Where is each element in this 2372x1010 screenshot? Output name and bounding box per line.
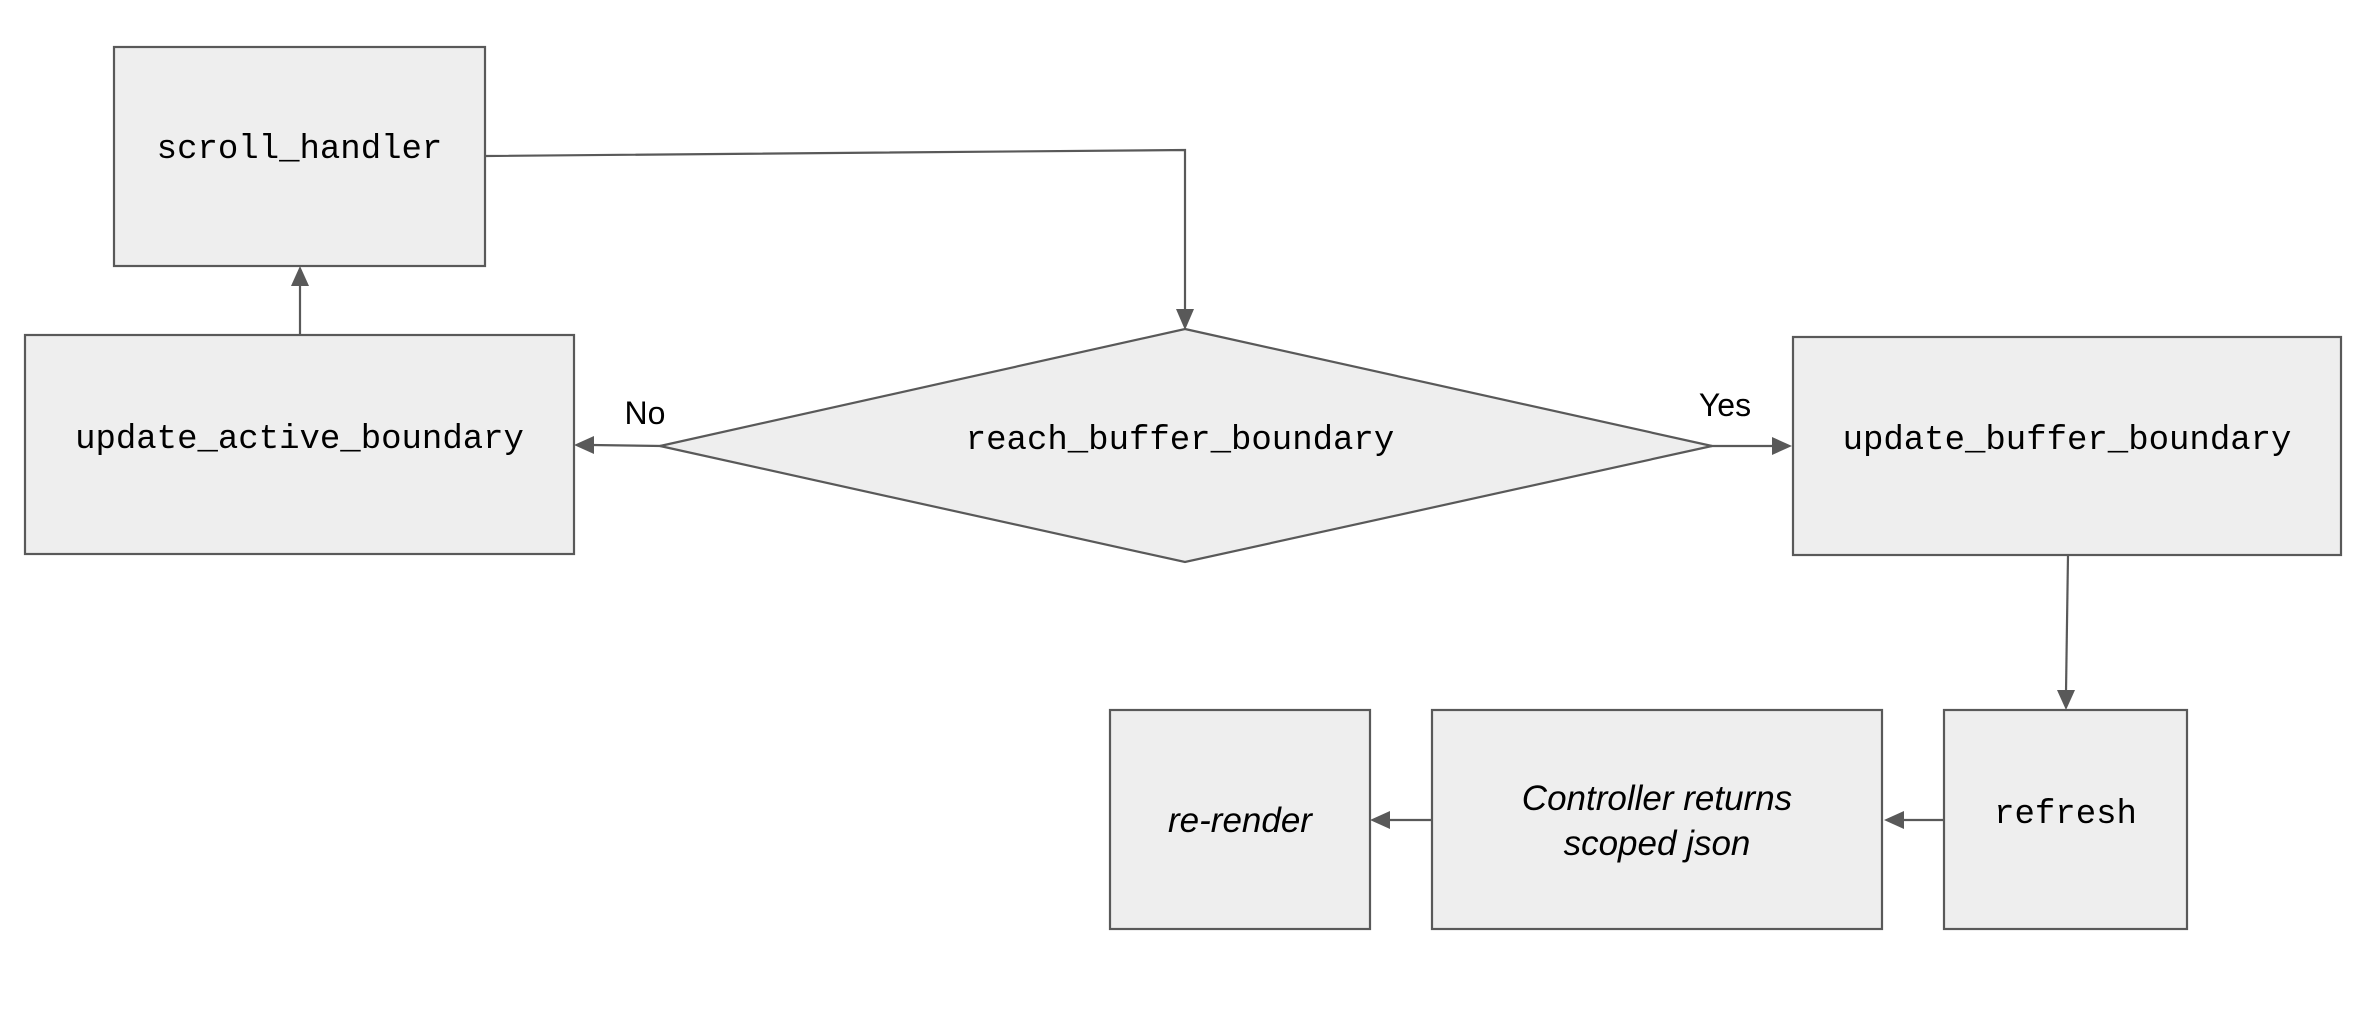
edge-scroll-handler-to-reach-buffer-boundary: [484, 148, 1187, 310]
node-update-active-boundary: update_active_boundary: [23, 333, 576, 556]
node-label: re-render: [1168, 801, 1313, 840]
node-label: update_buffer_boundary: [1843, 422, 2292, 460]
node-label: refresh: [1994, 796, 2137, 834]
node-label-line-2: scoped json: [1564, 824, 1751, 863]
node-controller-returns-scoped-json: Controller returns scoped json: [1430, 708, 1884, 931]
node-update-buffer-boundary: update_buffer_boundary: [1791, 335, 2343, 557]
arrowhead-right-icon: [1772, 437, 1792, 455]
node-box: [23, 333, 576, 556]
edge-update-buffer-boundary-to-refresh: [2064, 554, 2070, 693]
arrowhead-left-icon: [1884, 811, 1904, 829]
arrowhead-down-icon: [2057, 690, 2075, 710]
node-label-line-1: Controller returns: [1522, 779, 1792, 818]
arrowhead-down-icon: [1176, 309, 1194, 330]
node-scroll-handler: scroll_handler: [112, 45, 487, 268]
node-label: scroll_handler: [157, 131, 443, 169]
decision-diamond: [659, 327, 1713, 564]
edge-no: [591, 443, 663, 448]
node-box: [1791, 335, 2343, 557]
arrowhead-left-icon: [574, 436, 594, 454]
node-refresh: refresh: [1942, 708, 2189, 931]
node-box: [1108, 708, 1372, 931]
edge-label-yes: Yes: [1699, 387, 1751, 423]
node-box: [112, 45, 487, 268]
edges: [291, 148, 2075, 829]
node-box: [1430, 708, 1884, 931]
arrowhead-left-icon: [1370, 811, 1390, 829]
arrowhead-up-icon: [291, 266, 309, 286]
node-label: update_active_boundary: [75, 421, 524, 459]
node-rerender: re-render: [1108, 708, 1372, 931]
edge-label-no: No: [625, 395, 666, 431]
node-label: reach_buffer_boundary: [966, 422, 1394, 460]
node-reach-buffer-boundary: reach_buffer_boundary: [659, 327, 1713, 564]
node-box: [1942, 708, 2189, 931]
